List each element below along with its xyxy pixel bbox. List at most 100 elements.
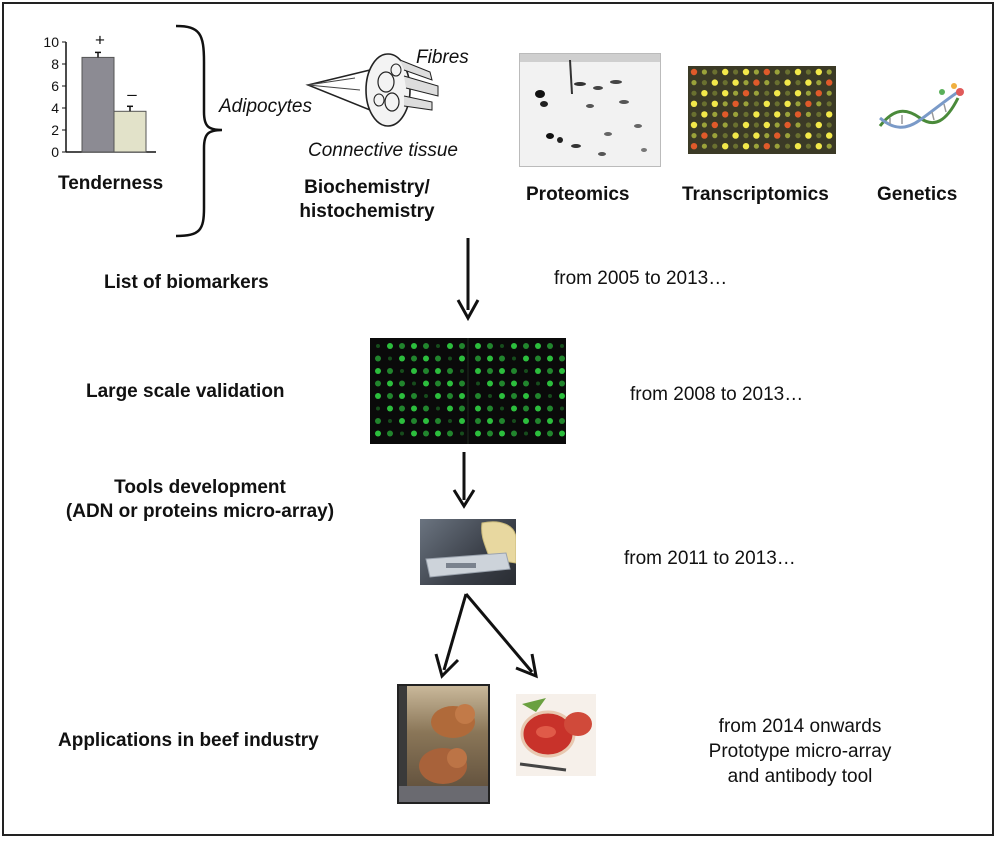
microarray-spot	[499, 430, 505, 437]
array-spot	[805, 90, 811, 96]
microarray-spot	[559, 430, 565, 437]
steak-photo	[516, 694, 596, 776]
microarray-spot	[447, 343, 453, 349]
array-spot	[691, 80, 697, 86]
microarray-spot	[459, 418, 465, 424]
biochemistry-label: Biochemistry/ histochemistry	[282, 176, 452, 224]
array-spot	[722, 80, 728, 86]
microarray-spot	[387, 380, 393, 387]
array-spot	[732, 79, 739, 86]
microarray-spot	[524, 369, 528, 373]
microarray-spot	[411, 405, 417, 412]
applications-period: from 2014 onwards Prototype micro-array …	[670, 714, 930, 789]
array-spot	[711, 121, 718, 129]
microarray-spot	[411, 430, 417, 437]
microarray-spot	[547, 380, 553, 387]
array-spot	[795, 101, 801, 107]
array-spot	[794, 90, 802, 97]
y-tick-label: 0	[51, 144, 59, 160]
biomarkers-period: from 2005 to 2013…	[554, 268, 728, 289]
microarray-spot	[547, 368, 553, 374]
microarray-spot	[475, 405, 481, 412]
array-spot	[742, 68, 750, 76]
microarray-spot	[560, 406, 564, 411]
curly-brace-icon	[175, 24, 223, 238]
array-spot	[805, 111, 811, 117]
array-spot	[784, 79, 791, 86]
array-spot	[691, 90, 697, 96]
microarray-spot	[447, 405, 453, 412]
microarray-spot	[399, 380, 405, 387]
microarray-spot	[559, 368, 565, 374]
array-spot	[763, 100, 770, 107]
microarray-spot	[523, 418, 529, 424]
array-spot	[826, 69, 832, 75]
microarray-spot	[535, 430, 541, 437]
array-spot	[733, 90, 739, 96]
microarray-spot	[512, 419, 516, 423]
microarray-spot	[475, 418, 481, 424]
array-spot	[753, 143, 759, 149]
array-spot	[805, 100, 812, 107]
array-spot	[805, 122, 811, 128]
muscle-structure-illustration	[305, 53, 439, 127]
arrow-down-icon	[456, 238, 480, 322]
array-spot	[753, 132, 760, 139]
array-spot	[785, 133, 791, 139]
array-spot	[753, 122, 759, 128]
biomarkers-label: List of biomarkers	[104, 272, 269, 293]
microarray-spot	[536, 381, 540, 386]
microarray-spot	[375, 430, 381, 437]
microarray-spot	[488, 394, 492, 398]
array-spot	[701, 69, 707, 75]
microarray-spot	[436, 344, 440, 348]
microarray-spot	[500, 344, 504, 348]
array-spot	[690, 100, 698, 107]
tools-label-line2: (ADN or proteins micro-array)	[65, 501, 335, 522]
array-spot	[764, 80, 770, 86]
array-spot	[712, 133, 718, 139]
microarray-spot	[523, 405, 529, 412]
array-spot	[701, 122, 707, 128]
array-spot	[815, 121, 822, 129]
cattle-photo	[397, 684, 490, 804]
microarray-spot	[487, 368, 493, 374]
array-spot	[722, 143, 729, 150]
array-spot	[690, 68, 698, 76]
array-spot	[795, 133, 801, 139]
microarray-spot	[487, 355, 493, 362]
applications-period-line1: from 2014 onwards	[718, 716, 882, 737]
microarray-spot	[375, 355, 381, 362]
microarray-spot	[423, 343, 429, 349]
microarray-spot	[535, 393, 541, 399]
array-spot	[691, 111, 697, 117]
microarray-spot	[487, 430, 493, 437]
validation-period: from 2008 to 2013…	[630, 384, 804, 405]
microarray-spot	[475, 355, 481, 362]
applications-label: Applications in beef industry	[58, 730, 319, 751]
array-spot	[753, 101, 759, 107]
array-spot	[826, 111, 833, 118]
array-spot	[763, 68, 770, 76]
microarray-spot	[400, 369, 404, 373]
array-spot	[826, 132, 833, 139]
array-spot	[816, 111, 822, 117]
microarray-spot	[500, 406, 504, 411]
array-spot	[711, 79, 718, 86]
microarray-spot	[487, 380, 493, 387]
microarray-spot	[387, 343, 393, 349]
microarray-spot	[423, 430, 429, 437]
array-spot	[785, 111, 791, 117]
microarray-spot	[475, 430, 481, 437]
microarray-spot	[559, 418, 565, 424]
array-spot	[816, 133, 822, 139]
y-tick-label: 8	[51, 56, 59, 72]
microarray-spot	[435, 368, 441, 374]
array-spot	[764, 90, 770, 96]
array-spot	[764, 111, 770, 117]
microarray-spot	[423, 355, 429, 362]
array-spot	[722, 111, 729, 118]
microarray-spot	[460, 369, 464, 373]
proteomics-label: Proteomics	[526, 184, 630, 205]
